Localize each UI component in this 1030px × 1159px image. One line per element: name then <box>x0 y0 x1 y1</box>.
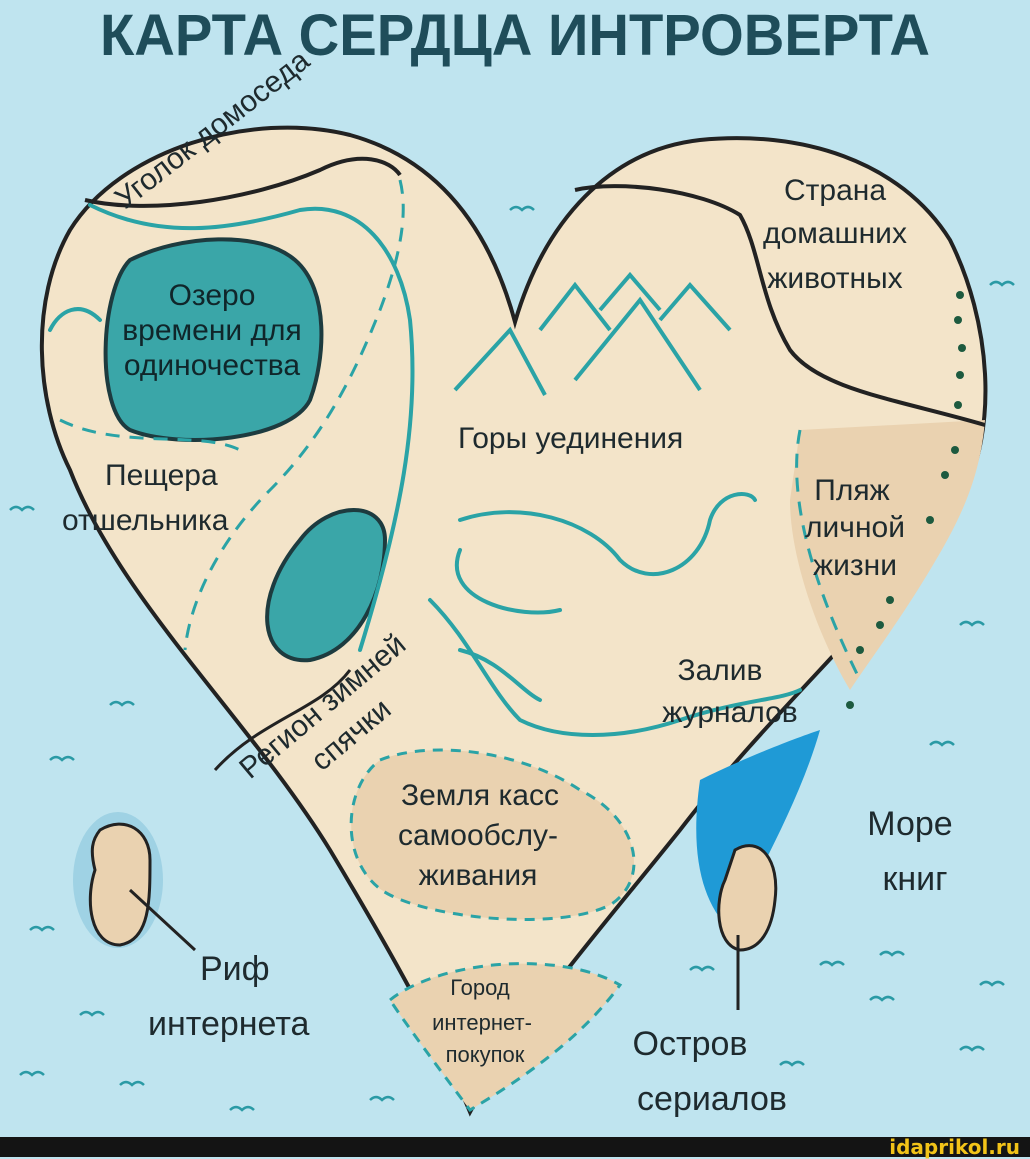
solitude-lake <box>103 237 324 442</box>
beach-area <box>790 420 985 690</box>
selfcheckout-area <box>349 748 636 921</box>
mountains <box>453 271 732 396</box>
label-mountains: Горы уединения <box>458 422 683 455</box>
sea-waves <box>9 205 1015 1112</box>
shopping-area <box>387 962 623 1112</box>
small-lake <box>265 508 388 663</box>
internet-reef <box>88 822 152 947</box>
watermark-bar: idaprikol.ru <box>0 1135 1030 1159</box>
map-title: КАРТА СЕРДЦА ИНТРОВЕРТА <box>100 3 930 68</box>
series-island <box>717 844 778 952</box>
watermark: idaprikol.ru <box>889 1135 1020 1159</box>
